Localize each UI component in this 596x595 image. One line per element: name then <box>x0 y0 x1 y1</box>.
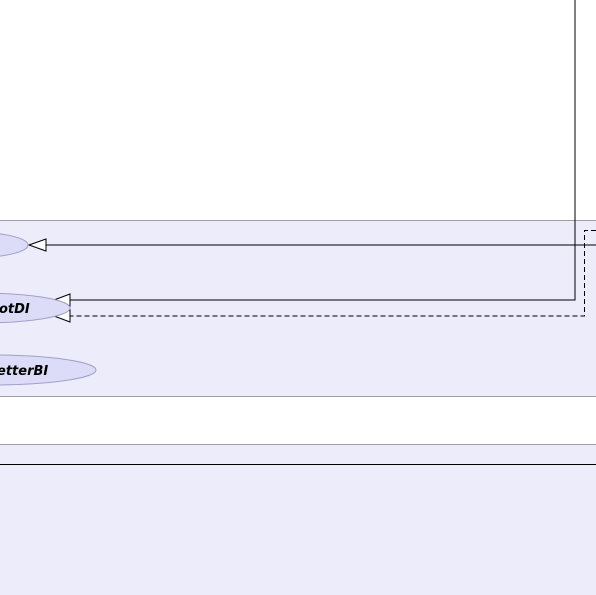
node-top-shape <box>0 233 29 257</box>
node-bottom-shape <box>0 354 97 386</box>
edge-to-top-arrowhead <box>27 238 47 252</box>
node-bottom-label: etterBI <box>0 364 48 379</box>
node-middle-shape <box>0 292 71 324</box>
node-middle[interactable]: otDI <box>0 292 71 324</box>
package-upper <box>0 220 596 397</box>
edge-to-middle-solid[interactable] <box>70 0 576 301</box>
node-top[interactable] <box>0 232 29 258</box>
edge-to-middle-dashed[interactable] <box>70 230 596 317</box>
package-lower <box>0 444 596 595</box>
node-bottom[interactable]: etterBI <box>0 354 97 386</box>
node-middle-label: otDI <box>0 302 30 317</box>
